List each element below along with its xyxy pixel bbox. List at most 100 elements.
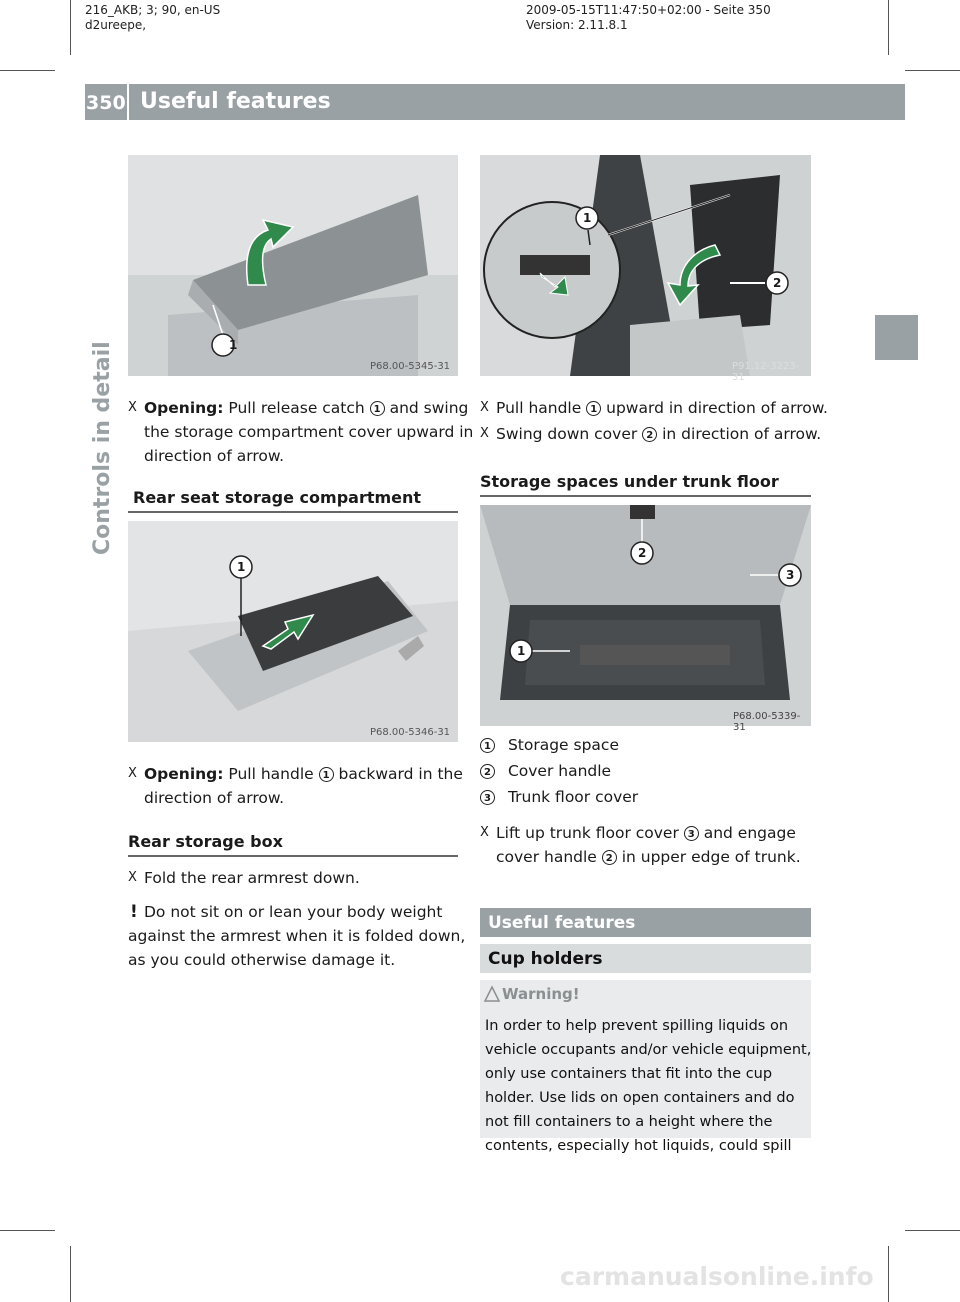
warning-triangle-icon: [483, 985, 501, 1002]
crop-mark: [888, 0, 889, 55]
legend-item: 2 Cover handle: [480, 760, 611, 782]
section-band-cup-holders: Cup holders: [480, 944, 811, 973]
section-heading-rear-box: Rear storage box: [128, 832, 283, 851]
bullet-marker: X: [480, 825, 489, 840]
meta-right-line1: 2009-05-15T11:47:50+02:00 - Seite 350: [526, 3, 771, 17]
legend-label: Cover handle: [507, 762, 612, 780]
callout-1: 1: [237, 560, 246, 574]
callout-ref-3: 3: [683, 826, 699, 841]
trunk-floor-photo: 2 3 1 P68.00-5339-31: [480, 505, 811, 733]
instruction-pull-handle: X Pull handle 1 upward in direction of a…: [480, 396, 828, 420]
text-line: Fold the rear armrest down.: [144, 869, 360, 887]
text-line: Do not sit on or lean your body weight: [144, 903, 443, 921]
warning-line: vehicle occupants and/or vehicle equipme…: [485, 1042, 812, 1058]
text-part: Pull release catch: [223, 399, 370, 417]
instruction-opening-cover: X Opening: Pull release catch 1 and swin…: [128, 396, 473, 468]
crop-mark: [70, 1246, 71, 1302]
text-line: against the armrest when it is folded do…: [128, 927, 466, 945]
legend-label: Storage space: [507, 736, 619, 754]
image-code: P68.00-5345-31: [370, 361, 451, 372]
callout-2: 2: [773, 276, 782, 290]
instruction-swing-cover: X Swing down cover 2 in direction of arr…: [480, 422, 822, 446]
image-code: P68.00-5339-31: [733, 711, 801, 733]
bullet-marker: X: [480, 426, 489, 441]
bullet-marker: X: [480, 400, 489, 415]
caution-mark: !: [130, 902, 138, 922]
page-title: Useful features: [140, 89, 331, 114]
text-line: direction of arrow.: [144, 447, 285, 465]
section-heading-rear-seat: Rear seat storage compartment: [133, 488, 422, 507]
meta-left-line1: 216_AKB; 3; 90, en-US: [85, 3, 221, 17]
crop-mark: [905, 70, 960, 71]
warning-text: In order to help prevent spilling liquid…: [485, 1014, 813, 1158]
legend-number: 2: [480, 764, 495, 779]
header-bar: [85, 84, 905, 120]
legend-label: Trunk floor cover: [507, 788, 639, 806]
text-line: the storage compartment cover upward in: [144, 423, 474, 441]
meta-left-line2: d2ureepe,: [85, 18, 147, 32]
crop-mark: [70, 0, 71, 55]
page-number: 350: [86, 92, 126, 114]
crop-mark: [0, 70, 55, 71]
text-part: in direction of arrow.: [657, 425, 822, 443]
heading-rule: [480, 495, 811, 497]
callout-ref-1: 1: [369, 401, 385, 416]
warning-line: only use containers that fit into the cu…: [485, 1066, 773, 1082]
crop-mark: [0, 1230, 55, 1231]
bold-label: Opening:: [144, 765, 224, 783]
meta-right-line2: Version: 2.11.8.1: [526, 18, 628, 32]
callout-1: 1: [517, 644, 526, 658]
crop-mark: [888, 1246, 889, 1302]
heading-rule: [128, 511, 458, 513]
callout-1: 1: [229, 338, 238, 352]
section-heading-trunk-floor: Storage spaces under trunk floor: [480, 472, 779, 491]
callout-ref-2: 2: [642, 427, 658, 442]
side-tab-label: Controls in detail: [90, 341, 115, 555]
text-line: direction of arrow.: [144, 789, 285, 807]
bold-label: Opening:: [144, 399, 224, 417]
section-band-useful-features: Useful features: [480, 908, 811, 937]
header-divider: [127, 54, 129, 122]
watermark: carmanualsonline.info: [560, 1262, 874, 1291]
text-part: Pull handle: [223, 765, 319, 783]
heading-rule: [128, 855, 458, 857]
text-part: and swing: [384, 399, 469, 417]
text-line: as you could otherwise damage it.: [128, 951, 396, 969]
text-part: and engage: [698, 824, 796, 842]
text-part: Lift up trunk floor cover: [496, 824, 684, 842]
rear-storage-box-photo: 1 2 P91.12-3223-31: [480, 155, 811, 383]
legend-item: 3 Trunk floor cover: [480, 786, 638, 808]
warning-box: Warning! In order to help prevent spilli…: [480, 980, 811, 1154]
callout-ref-2: 2: [601, 850, 617, 865]
callout-2: 2: [638, 546, 647, 560]
text-part: upward in direction of arrow.: [601, 399, 828, 417]
caution-note: ! Do not sit on or lean your body weight…: [128, 900, 468, 972]
warning-line: contents, especially hot liquids, could …: [485, 1138, 792, 1154]
callout-3: 3: [786, 568, 795, 582]
warning-title: Warning!: [502, 985, 580, 1003]
instruction-fold-armrest: X Fold the rear armrest down.: [128, 866, 468, 890]
instruction-lift-cover: X Lift up trunk floor cover 3 and engage…: [480, 821, 820, 869]
band-label: Cup holders: [488, 949, 603, 969]
band-label: Useful features: [488, 913, 636, 933]
crop-mark: [905, 1230, 960, 1231]
callout-ref-1: 1: [318, 767, 334, 782]
legend-number: 1: [480, 738, 495, 753]
text-part: Swing down cover: [496, 425, 643, 443]
text-part: in upper edge of trunk.: [616, 848, 801, 866]
bullet-marker: X: [128, 870, 137, 885]
text-part: backward in the: [333, 765, 463, 783]
callout-ref-1: 1: [586, 401, 602, 416]
text-part: cover handle: [496, 848, 602, 866]
warning-line: holder. Use lids on open containers and …: [485, 1090, 795, 1106]
instruction-opening-handle: X Opening: Pull handle 1 backward in the…: [128, 762, 468, 810]
warning-line: not fill containers to a height where th…: [485, 1114, 773, 1130]
side-tab: [875, 315, 918, 360]
image-code: P68.00-5346-31: [370, 727, 451, 738]
warning-line: In order to help prevent spilling liquid…: [485, 1018, 789, 1034]
image-code: P91.12-3223-31: [732, 361, 800, 383]
bullet-marker: X: [128, 400, 137, 415]
callout-1: 1: [583, 211, 592, 225]
legend-number: 3: [480, 790, 495, 805]
armrest-cover-photo: 1 P68.00-5345-31: [128, 155, 458, 376]
